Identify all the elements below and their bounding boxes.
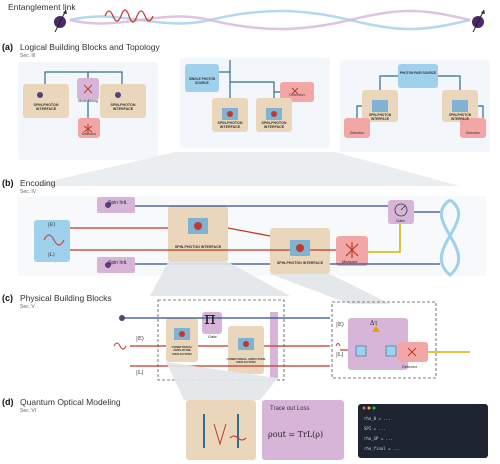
d-code-line-4: rho_final = ... bbox=[364, 446, 401, 451]
panel-d-boxes bbox=[186, 400, 488, 460]
section-d-title: Quantum Optical Modeling bbox=[20, 397, 121, 407]
a-left-detection-label: Detection bbox=[81, 132, 97, 136]
a-right-spi-right-label: SPIN-PHOTON INTERFACE bbox=[448, 113, 472, 121]
c-car-left-label: CONDITIONAL AMPLITUDE REFLECTION bbox=[171, 345, 193, 356]
b-spin-init-top: Spin Init. bbox=[108, 200, 128, 206]
section-c-letter: (c) bbox=[2, 293, 13, 303]
b-ket-e: |E⟩ bbox=[48, 222, 56, 228]
d-formula: ρout = TrL(ρ) bbox=[268, 430, 324, 439]
a-left-spi-right-label: SPIN-PHOTON INTERFACE bbox=[110, 103, 136, 111]
b-ket-l: |L⟩ bbox=[48, 252, 55, 258]
section-c-sub: Sec. V bbox=[20, 304, 35, 310]
spin-left-icon bbox=[54, 9, 67, 33]
a-right-source-label: PHOTON PAIR SOURCE bbox=[399, 71, 437, 75]
d-code-line-3: rho_SP = ... bbox=[364, 436, 393, 441]
c-ket-l2: |L⟩ bbox=[336, 352, 344, 358]
panel-c-circuit bbox=[113, 299, 470, 381]
b-spin-init-bottom: Spin Init. bbox=[108, 260, 128, 266]
a-right-det-right-label: Detection bbox=[465, 131, 481, 135]
a-mid-spi-right-label: SPIN-PHOTON INTERFACE bbox=[261, 121, 287, 129]
c-pi-symbol: π bbox=[204, 308, 216, 329]
a-mid-detection-label: Detection bbox=[289, 93, 305, 97]
panel-a-left-group bbox=[18, 62, 158, 160]
section-d-letter: (d) bbox=[2, 397, 14, 407]
section-b-title: Encoding bbox=[20, 178, 56, 188]
a-right-det-left-label: Detection bbox=[349, 131, 365, 135]
c-gate-label: Gate bbox=[208, 334, 217, 339]
c-delta-tau: Δτ bbox=[370, 320, 378, 327]
a-mid-source-label: SINGLE PHOTON SOURCE bbox=[188, 77, 216, 85]
section-b-sub: Sec. IV bbox=[20, 189, 37, 195]
zoom-funnel-b2 bbox=[270, 274, 390, 304]
c-car-right-label: CONDITIONAL AMPLITUDE REFLECTION bbox=[226, 357, 266, 365]
c-ket-e: |E⟩ bbox=[136, 336, 145, 342]
section-d-sub: Sec. VI bbox=[20, 408, 37, 414]
section-c-title: Physical Building Blocks bbox=[20, 293, 112, 303]
b-spi-right-label: SPIN-PHOTON INTERFACE bbox=[276, 261, 324, 265]
zoom-funnel-b1 bbox=[150, 262, 290, 296]
b-gate-label: Gate bbox=[396, 218, 405, 223]
a-left-mode-mixing-label: Mode Mixing bbox=[78, 99, 98, 103]
entanglement-wave bbox=[69, 9, 471, 31]
b-spi-left-label: SPIN-PHOTON INTERFACE bbox=[174, 245, 222, 249]
c-detector-label: Detector bbox=[402, 364, 418, 369]
c-ket-e2: |E⟩ bbox=[336, 322, 345, 328]
panel-b-circuit bbox=[18, 196, 486, 277]
d-trace-title: Trace out Loss bbox=[270, 406, 310, 412]
section-a-sub: Sec. III bbox=[20, 53, 36, 59]
panel-a-middle-group bbox=[180, 58, 330, 148]
panel-a-right-group bbox=[340, 60, 490, 152]
section-a-letter: (a) bbox=[2, 42, 13, 52]
zoom-funnel-c bbox=[166, 362, 278, 400]
a-right-spi-left-label: SPIN-PHOTON INTERFACE bbox=[368, 113, 392, 121]
a-left-spi-left-label: SPIN-PHOTON INTERFACE bbox=[33, 103, 59, 111]
zoom-funnel-a bbox=[30, 152, 460, 186]
section-b-letter: (b) bbox=[2, 178, 14, 188]
d-code-line-2: SPI = ... bbox=[364, 426, 386, 431]
c-ket-l: |L⟩ bbox=[136, 370, 144, 376]
section-a-title: Logical Building Blocks and Topology bbox=[20, 42, 160, 52]
header-title: Entanglement link bbox=[8, 2, 76, 12]
a-mid-spi-left-label: SPIN-PHOTON INTERFACE bbox=[217, 121, 243, 129]
d-code-line-1: rho_0 = ... bbox=[364, 416, 391, 421]
spin-right-icon bbox=[472, 9, 485, 33]
b-measure-label: Measure bbox=[342, 259, 358, 264]
